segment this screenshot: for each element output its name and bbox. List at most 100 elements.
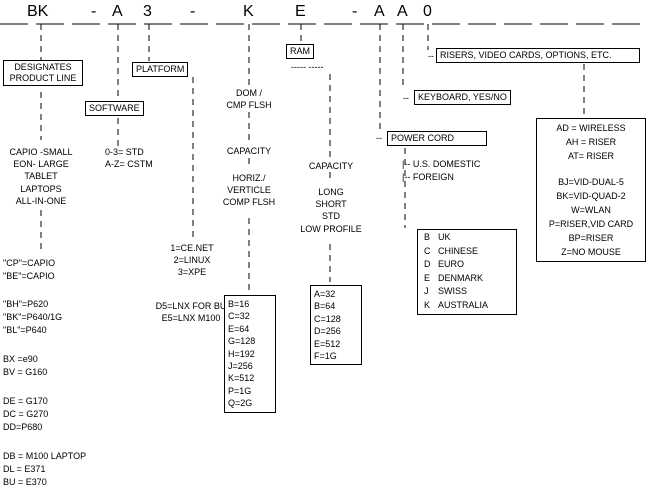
- software-cstm: A-Z= CSTM: [105, 159, 153, 169]
- country-name-chinese: CHINESE: [438, 245, 479, 256]
- product-code-db: DB = M100 LAPTOP: [3, 451, 87, 461]
- country-name-australia: AUSTRALIA: [438, 299, 489, 310]
- country-name-euro: EURO: [438, 259, 465, 270]
- option-ah: AH = RISER: [565, 137, 617, 147]
- country-code-c: C: [424, 245, 431, 256]
- dom-verticle: VERTICLE: [227, 185, 271, 196]
- product-code-be: "BE"=CAPIO: [3, 271, 55, 281]
- option-z: Z=NO MOUSE: [561, 247, 621, 257]
- ram-cap-1: A=32: [314, 289, 336, 299]
- ram-short: SHORT: [315, 199, 347, 210]
- ram-cap-5: E=512: [314, 338, 341, 349]
- dom-cap-1: B=16: [228, 299, 250, 309]
- designates-box: DESIGNATES PRODUCT LINE: [3, 60, 83, 86]
- ram-capacity: CAPACITY: [308, 161, 354, 171]
- product-code-bl: "BL"=P640: [3, 325, 47, 335]
- product-code-bx: BX =e90: [3, 354, 38, 364]
- option-at: AT= RISER: [567, 151, 615, 161]
- code-software: A: [112, 3, 123, 20]
- dom-capacity-table: B=16 C=32 E=64 G=128 H=192 J=256 K=512 P…: [224, 295, 276, 413]
- country-euro: D EURO: [424, 258, 510, 272]
- designates-line-1: DESIGNATES: [14, 62, 72, 72]
- dom-cap-8: P=1G: [228, 385, 252, 396]
- product-code-bu: BU = E370: [3, 477, 47, 487]
- software-box: SOFTWARE: [85, 101, 144, 116]
- ram-lowprofile: LOW PROFILE: [300, 223, 362, 234]
- dom-orientation: HORIZ./ VERTICLE COMP FLSH: [212, 172, 286, 209]
- dom-label: DOM / CMP FLSH: [212, 87, 286, 111]
- code-keyboard: A: [397, 3, 408, 20]
- dom-capacity: CAPACITY: [226, 146, 272, 156]
- product-type-1: CAPIO -SMALL: [9, 147, 73, 157]
- risers-box: RISERS, VIDEO CARDS, OPTIONS, ETC.: [436, 48, 640, 63]
- country-code-e: E: [424, 272, 431, 283]
- option-w: W=WLAN: [571, 205, 611, 215]
- product-type-5: ALL-IN-ONE: [15, 195, 67, 206]
- dom-cap-4: G=128: [228, 336, 256, 347]
- product-type-4: LAPTOPS: [20, 183, 62, 194]
- options-table: AD = WIRELESS AH = RISER AT= RISER BJ=VI…: [536, 118, 646, 262]
- code-dom: K: [243, 3, 254, 20]
- platform-2: 2=LINUX: [173, 255, 211, 266]
- ram-profiles: LONG SHORT STD LOW PROFILE: [292, 186, 370, 235]
- dom-cap-7: K=512: [228, 373, 255, 384]
- ram-cap-2: B=64: [314, 301, 336, 312]
- option-bp: BP=RISER: [568, 233, 614, 243]
- option-bj: BJ=VID-DUAL-5: [558, 177, 624, 187]
- country-code-d: D: [424, 259, 431, 270]
- option-bk: BK=VID-QUAD-2: [556, 191, 626, 201]
- country-name-swiss: SWISS: [438, 286, 468, 297]
- code-platform: 3: [143, 3, 152, 20]
- product-type-2: EON- LARGE: [13, 159, 69, 170]
- product-code-dd: DD=P680: [3, 422, 43, 432]
- ram-cap-3: C=128: [314, 313, 341, 324]
- risers-dash: --: [428, 51, 434, 61]
- product-code-dl: DL = E371: [3, 464, 46, 474]
- country-denmark: E DENMARK: [424, 272, 510, 286]
- product-code-bh: "BH"=P620: [3, 299, 49, 309]
- ram-cap-6: F=1G: [314, 351, 337, 362]
- ram-capacity-table: A=32 B=64 C=128 D=256 E=512 F=1G: [310, 285, 362, 366]
- product-type-3: TABLET: [24, 171, 58, 182]
- dom-cap-2: C=32: [228, 311, 250, 322]
- dom-line-2: CMP FLSH: [226, 100, 272, 111]
- country-name-uk: UK: [438, 232, 451, 242]
- product-code-bv: BV = G160: [3, 367, 48, 377]
- code-risers: 0: [423, 3, 432, 20]
- platform-list-a: 1=CE.NET 2=LINUX 3=XPE: [136, 242, 248, 279]
- dom-cap-3: E=64: [228, 323, 250, 334]
- power-us-domestic: |-- U.S. DOMESTIC: [402, 159, 481, 169]
- options-gap: [541, 163, 641, 175]
- dom-horiz: HORIZ./: [232, 173, 266, 183]
- ram-long: LONG: [318, 187, 344, 197]
- dom-line-1: DOM /: [236, 88, 262, 98]
- code-ram: E: [295, 3, 306, 20]
- product-types: CAPIO -SMALL EON- LARGE TABLET LAPTOPS A…: [0, 146, 82, 207]
- dom-cap-6: J=256: [228, 361, 253, 372]
- country-chinese: C CHINESE: [424, 245, 510, 259]
- power-foreign: |-- FOREIGN: [402, 172, 454, 182]
- dom-cap-5: H=192: [228, 348, 255, 359]
- dom-compflsh: COMP FLSH: [222, 197, 276, 208]
- country-name-denmark: DENMARK: [438, 272, 484, 283]
- product-code-dc: DC = G270: [3, 409, 49, 419]
- platform-list-b: D5=LNX FOR BU E5=LNX M100: [132, 300, 250, 324]
- ram-dashes: ----- -----: [291, 62, 324, 72]
- software-std: 0-3= STD: [105, 147, 144, 157]
- option-ad: AD = WIRELESS: [556, 123, 626, 133]
- keyboard-box: KEYBOARD, YES/NO: [414, 90, 511, 105]
- dom-cap-9: Q=2G: [228, 398, 253, 409]
- power-cord-dash: --: [376, 133, 382, 143]
- code-dash-3: -: [352, 3, 358, 20]
- product-code-cp: "CP"=CAPIO: [3, 258, 56, 268]
- code-dash-2: -: [190, 3, 196, 20]
- platform-box: PLATFORM: [132, 62, 189, 77]
- product-code-bk: "BK"=P640/1G: [3, 312, 63, 322]
- ram-std: STD: [322, 211, 340, 222]
- platform-e5: E5=LNX M100: [161, 313, 221, 324]
